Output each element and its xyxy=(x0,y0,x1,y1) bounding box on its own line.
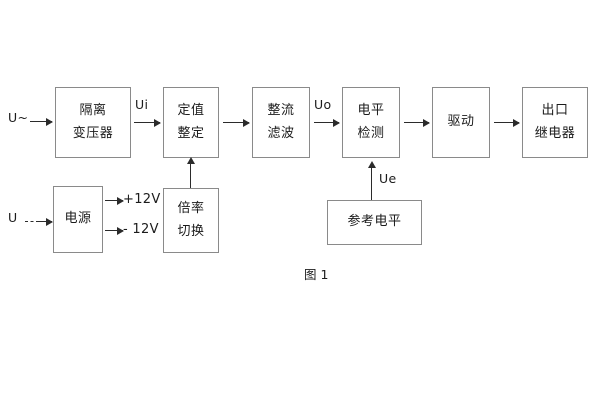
block-level-detection-line1: 电平 xyxy=(357,102,385,118)
block-setting-value: 定值 整定 xyxy=(163,87,219,158)
block-reference-level: 参考电平 xyxy=(327,200,422,245)
block-isolation-transformer-line1: 隔离 xyxy=(79,102,107,118)
rail-label-positive: +12V xyxy=(123,192,161,207)
signal-label-ue: Ue xyxy=(379,171,397,186)
block-setting-value-line1: 定值 xyxy=(177,102,205,118)
arrow-drive-to-output-relay xyxy=(494,118,520,127)
arrow-rail-positive xyxy=(105,196,124,205)
arrow-input-to-power-supply xyxy=(38,217,53,226)
arrow-rail-negative xyxy=(105,226,124,235)
input-label-u-ac: U~ xyxy=(8,110,29,125)
input-label-u-dc: U xyxy=(8,210,18,225)
block-output-relay-line1: 出口 xyxy=(541,102,569,118)
block-drive-line1: 驱动 xyxy=(447,114,475,130)
signal-label-ui: Ui xyxy=(135,97,149,112)
block-isolation-transformer-line2: 变压器 xyxy=(72,125,114,141)
block-power-supply: 电源 xyxy=(53,186,103,253)
dashed-line-power-input xyxy=(25,221,39,222)
block-multiplier-switch-line1: 倍率 xyxy=(177,200,205,216)
block-multiplier-switch-line2: 切换 xyxy=(177,223,205,239)
arrow-input-to-isolation-transformer xyxy=(30,117,53,126)
arrow-rectify-filter-to-level-detection xyxy=(314,118,340,127)
arrow-isolation-to-setting-value xyxy=(134,118,161,127)
block-isolation-transformer: 隔离 变压器 xyxy=(55,87,131,158)
block-rectify-filter-line1: 整流 xyxy=(267,102,295,118)
block-level-detection-line2: 检测 xyxy=(357,125,385,141)
signal-label-uo: Uo xyxy=(314,97,332,112)
block-setting-value-line2: 整定 xyxy=(177,125,205,141)
block-power-supply-line1: 电源 xyxy=(64,211,92,227)
figure-caption: 图 1 xyxy=(304,267,329,282)
block-output-relay-line2: 继电器 xyxy=(534,125,576,141)
block-output-relay: 出口 继电器 xyxy=(522,87,588,158)
block-rectify-filter: 整流 滤波 xyxy=(252,87,310,158)
block-multiplier-switch: 倍率 切换 xyxy=(163,188,219,253)
rail-label-negative: - 12V xyxy=(123,222,159,237)
arrow-level-detection-to-drive xyxy=(404,118,430,127)
block-reference-level-line1: 参考电平 xyxy=(347,214,402,230)
block-drive: 驱动 xyxy=(432,87,490,158)
arrow-reference-level-to-level-detection xyxy=(367,161,376,200)
arrow-setting-value-to-rectify-filter xyxy=(223,118,250,127)
block-level-detection: 电平 检测 xyxy=(342,87,400,158)
block-rectify-filter-line2: 滤波 xyxy=(267,125,295,141)
arrow-multiplier-switch-to-setting-value xyxy=(186,157,195,188)
